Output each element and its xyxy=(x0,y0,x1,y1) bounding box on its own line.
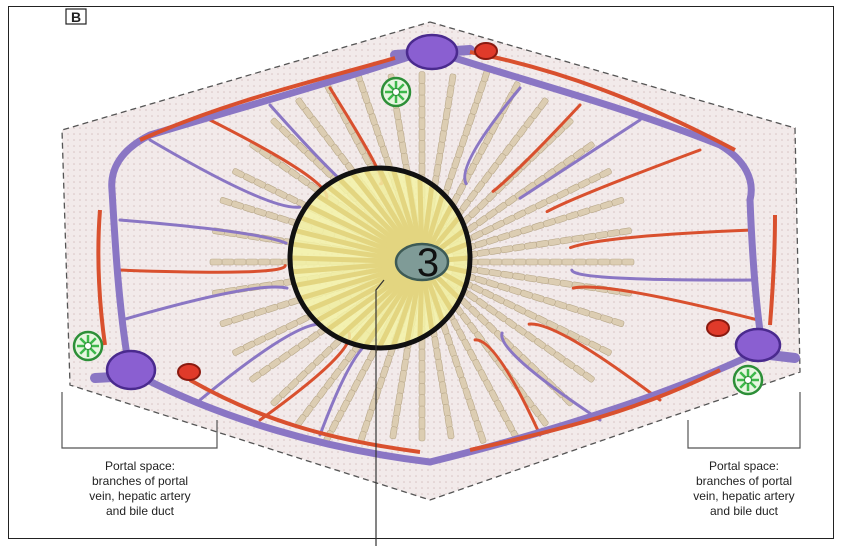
portal-vein-icon xyxy=(407,35,457,69)
caption-left-line: vein, hepatic artery xyxy=(89,489,190,503)
bile-duct-icon xyxy=(382,78,410,106)
hepatocyte-cord xyxy=(454,259,634,265)
portal-vein-icon xyxy=(736,329,780,361)
portal-vein-icon xyxy=(107,351,155,389)
zone-label: 3 xyxy=(417,241,439,285)
caption-left-line: and bile duct xyxy=(106,504,175,518)
bile-duct-icon xyxy=(74,332,102,360)
caption-right-line: and bile duct xyxy=(710,504,779,518)
caption-right-line: vein, hepatic artery xyxy=(693,489,794,503)
caption-right-line: branches of portal xyxy=(696,474,792,488)
caption-left-line: Portal space: xyxy=(105,459,175,473)
caption-left-line: branches of portal xyxy=(92,474,188,488)
caption-right: Portal space: branches of portal vein, h… xyxy=(693,459,794,518)
caption-left: Portal space: branches of portal vein, h… xyxy=(89,459,190,518)
hepatic-artery-icon xyxy=(475,43,497,59)
hepatic-artery-icon xyxy=(178,364,200,380)
caption-right-line: Portal space: xyxy=(709,459,779,473)
bile-duct-icon xyxy=(734,366,762,394)
panel-label: B xyxy=(71,9,81,25)
hepatic-artery-icon xyxy=(707,320,729,336)
